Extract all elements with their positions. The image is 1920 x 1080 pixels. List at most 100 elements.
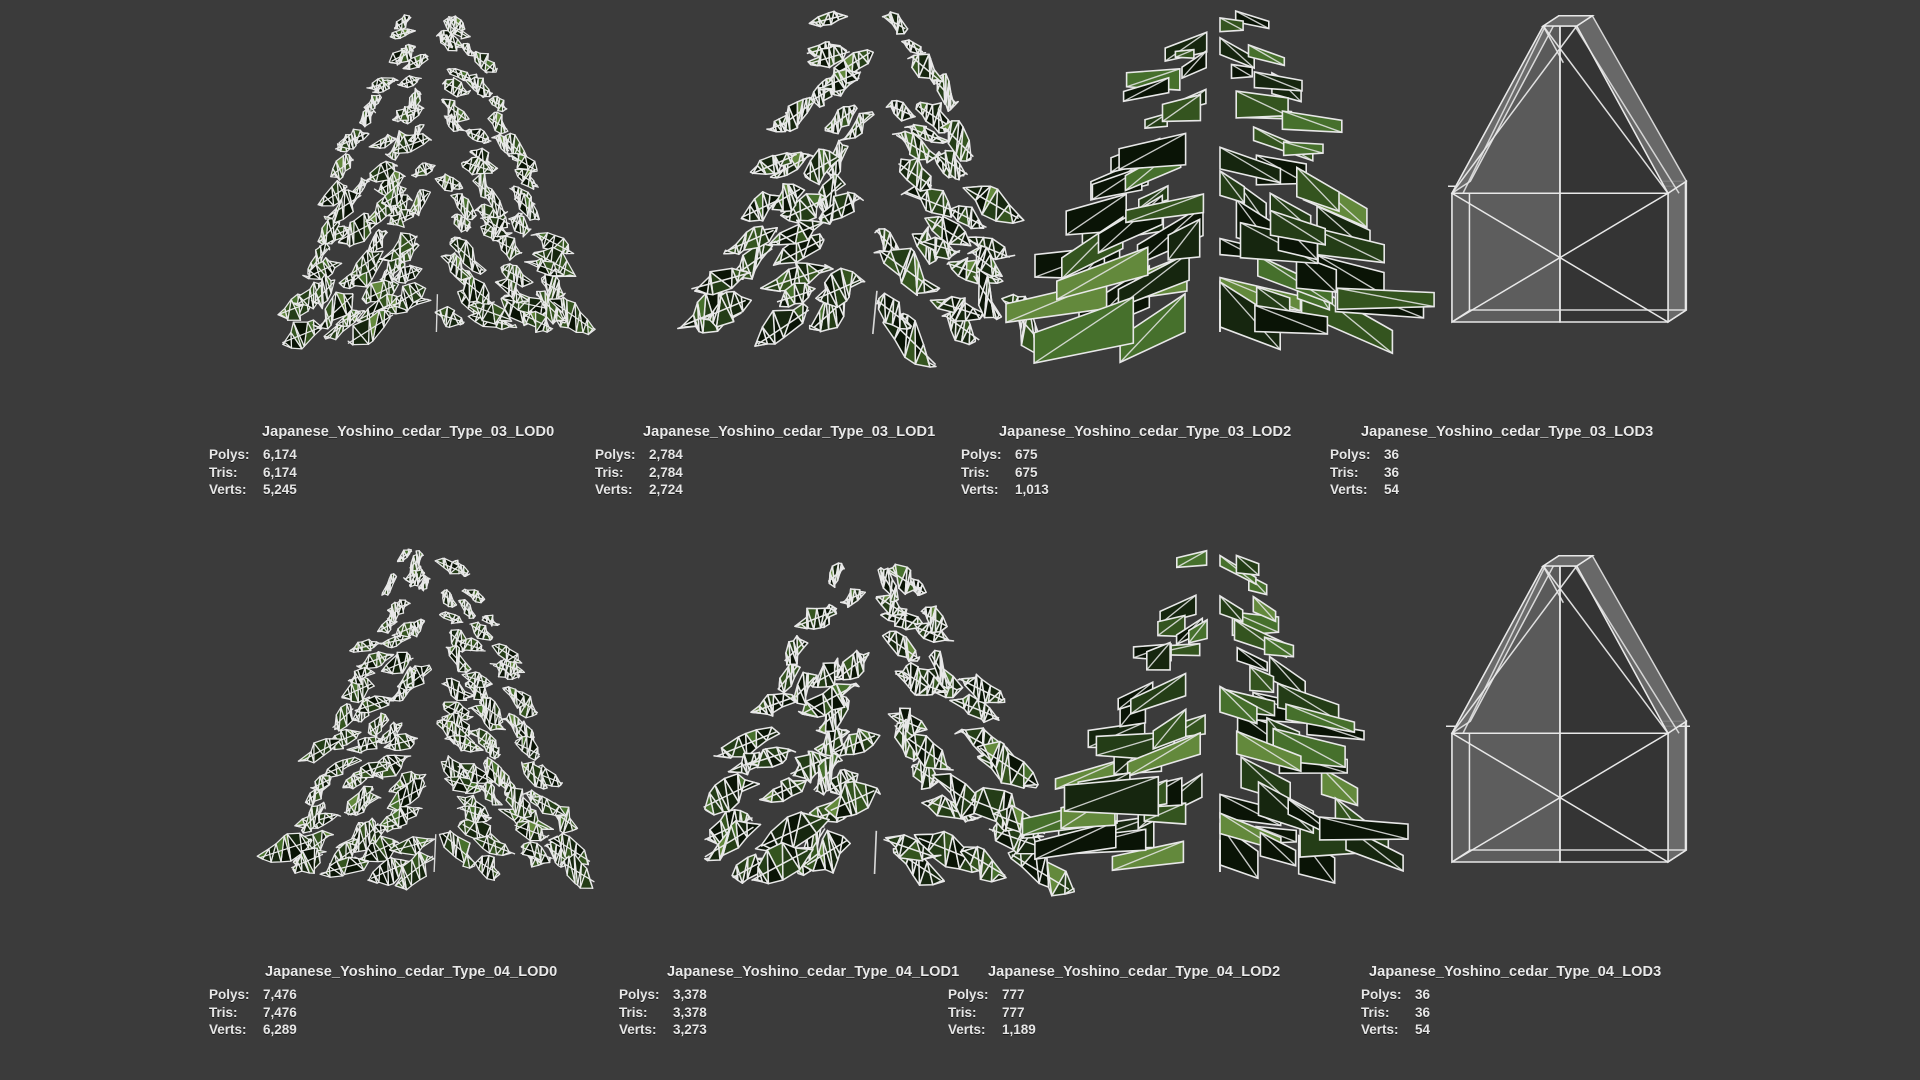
stat-verts: Verts: 1,189 — [948, 1021, 1440, 1039]
model-name: Japanese_Yoshino_cedar_Type_03_LOD2 — [999, 424, 1292, 440]
stat-verts: Verts: 5,245 — [209, 481, 655, 499]
model-cell[interactable]: Japanese_Yoshino_cedar_Type_04_LOD3 Poly… — [1340, 540, 1780, 1080]
stat-label-verts: Verts: — [1330, 482, 1368, 497]
wireframe-model-box — [1446, 554, 1690, 864]
stat-label-tris: Tris: — [619, 1004, 648, 1020]
stat-value-polys: 3,378 — [673, 987, 707, 1002]
model-caption: Japanese_Yoshino_cedar_Type_03_LOD1 Poly… — [595, 424, 1095, 499]
model-cell[interactable]: Japanese_Yoshino_cedar_Type_03_LOD3 Poly… — [1330, 0, 1780, 540]
stat-label-tris: Tris: — [209, 464, 238, 480]
wireframe-model-dense — [277, 14, 596, 350]
model-cell[interactable]: Japanese_Yoshino_cedar_Type_04_LOD2 Poly… — [948, 540, 1440, 1080]
stat-polys: Polys: 675 — [961, 446, 1440, 464]
stat-value-verts: 1,189 — [1002, 1022, 1036, 1037]
lod-row-type-04: Japanese_Yoshino_cedar_Type_04_LOD0 Poly… — [0, 540, 1920, 1080]
stat-label-polys: Polys: — [209, 987, 250, 1002]
stat-label-polys: Polys: — [1330, 447, 1371, 462]
stat-label-tris: Tris: — [1330, 464, 1359, 480]
model-caption: Japanese_Yoshino_cedar_Type_04_LOD1 Poly… — [619, 964, 1095, 1039]
stat-value-tris: 675 — [1015, 464, 1038, 480]
stat-value-tris: 777 — [1002, 1004, 1025, 1020]
model-viewport[interactable] — [215, 0, 655, 420]
stat-value-verts: 5,245 — [263, 482, 297, 497]
stat-label-verts: Verts: — [619, 1022, 657, 1037]
stat-polys: Polys: 7,476 — [209, 986, 655, 1004]
stat-polys: Polys: 3,378 — [619, 986, 1095, 1004]
stat-label-polys: Polys: — [619, 987, 660, 1002]
model-viewport[interactable] — [215, 540, 655, 960]
stat-label-verts: Verts: — [209, 482, 247, 497]
stat-polys: Polys:36 — [1361, 986, 1780, 1004]
stat-label-polys: Polys: — [595, 447, 636, 462]
stat-tris: Tris: 675 — [961, 464, 1440, 482]
stat-label-polys: Polys: — [961, 447, 1002, 462]
stat-tris: Tris: 777 — [948, 1004, 1440, 1022]
model-stats: Polys:36 Tris: 36 Verts:54 — [1330, 446, 1780, 499]
stat-value-tris: 7,476 — [263, 1004, 297, 1020]
wireframe-model-cards — [1005, 9, 1435, 365]
stat-label-tris: Tris: — [961, 464, 990, 480]
stat-polys: Polys:777 — [948, 986, 1440, 1004]
model-cell[interactable]: Japanese_Yoshino_cedar_Type_03_LOD0 Poly… — [209, 0, 655, 540]
model-viewport[interactable] — [1000, 0, 1440, 420]
stat-verts: Verts:54 — [1361, 1021, 1780, 1039]
model-caption: Japanese_Yoshino_cedar_Type_04_LOD0 Poly… — [209, 964, 655, 1039]
model-caption: Japanese_Yoshino_cedar_Type_04_LOD2 Poly… — [948, 964, 1440, 1039]
model-viewport[interactable] — [1340, 540, 1780, 960]
model-name: Japanese_Yoshino_cedar_Type_04_LOD0 — [265, 964, 558, 980]
model-stats: Polys: 7,476 Tris: 7,476 Verts: 6,289 — [209, 986, 655, 1039]
stat-verts: Verts: 3,273 — [619, 1021, 1095, 1039]
model-cell[interactable]: Japanese_Yoshino_cedar_Type_03_LOD1 Poly… — [595, 0, 1095, 540]
model-caption: Japanese_Yoshino_cedar_Type_04_LOD3 Poly… — [1340, 964, 1780, 1039]
stat-verts: Verts:1,013 — [961, 481, 1440, 499]
stat-tris: Tris: 2,784 — [595, 464, 1095, 482]
model-stats: Polys:2,784 Tris: 2,784 Verts:2,724 — [595, 446, 1095, 499]
stat-verts: Verts:54 — [1330, 481, 1780, 499]
model-name: Japanese_Yoshino_cedar_Type_04_LOD1 — [667, 964, 960, 980]
model-name: Japanese_Yoshino_cedar_Type_03_LOD1 — [643, 424, 936, 440]
lod-row-type-03: Japanese_Yoshino_cedar_Type_03_LOD0 Poly… — [209, 0, 1780, 540]
stat-label-verts: Verts: — [209, 1022, 247, 1037]
stat-value-tris: 6,174 — [263, 464, 297, 480]
stat-value-tris: 36 — [1415, 1004, 1431, 1020]
stat-verts: Verts:2,724 — [595, 481, 1095, 499]
stat-tris: Tris:3,378 — [619, 1004, 1095, 1022]
stat-verts: Verts: 6,289 — [209, 1021, 655, 1039]
stat-label-verts: Verts: — [948, 1022, 986, 1037]
wireframe-model-dense — [256, 548, 595, 891]
stat-polys: Polys:6,174 — [209, 446, 655, 464]
model-viewport[interactable] — [655, 0, 1095, 420]
model-name: Japanese_Yoshino_cedar_Type_03_LOD0 — [262, 424, 555, 440]
stat-label-verts: Verts: — [961, 482, 999, 497]
stat-label-tris: Tris: — [209, 1004, 238, 1020]
model-name: Japanese_Yoshino_cedar_Type_03_LOD3 — [1361, 424, 1654, 440]
model-viewport[interactable] — [1340, 0, 1780, 420]
stat-value-tris: 2,784 — [649, 464, 683, 480]
model-viewport[interactable] — [655, 540, 1095, 960]
stat-value-polys: 36 — [1415, 987, 1431, 1002]
wireframe-model-dense — [677, 10, 1049, 368]
stat-label-tris: Tris: — [948, 1004, 977, 1020]
model-cell[interactable]: Japanese_Yoshino_cedar_Type_04_LOD1 Poly… — [619, 540, 1095, 1080]
wireframe-model-dense — [703, 562, 1075, 897]
model-name: Japanese_Yoshino_cedar_Type_04_LOD3 — [1369, 964, 1662, 980]
stat-tris: Tris: 36 — [1361, 1004, 1780, 1022]
stat-tris: Tris: 7,476 — [209, 1004, 655, 1022]
model-cell[interactable]: Japanese_Yoshino_cedar_Type_03_LOD2 Poly… — [961, 0, 1440, 540]
stat-value-verts: 3,273 — [673, 1022, 707, 1037]
stat-polys: Polys:36 — [1330, 446, 1780, 464]
stat-polys: Polys:2,784 — [595, 446, 1095, 464]
stat-tris: Tris: 36 — [1330, 464, 1780, 482]
model-cell[interactable]: Japanese_Yoshino_cedar_Type_04_LOD0 Poly… — [209, 540, 655, 1080]
model-stats: Polys:36 Tris: 36 Verts:54 — [1361, 986, 1780, 1039]
stat-label-tris: Tris: — [595, 464, 624, 480]
stat-value-tris: 36 — [1384, 464, 1400, 480]
stat-value-polys: 7,476 — [263, 987, 297, 1002]
model-viewport[interactable] — [1000, 540, 1440, 960]
stat-value-verts: 6,289 — [263, 1022, 297, 1037]
model-caption: Japanese_Yoshino_cedar_Type_03_LOD3 Poly… — [1330, 424, 1780, 499]
model-stats: Polys: 675 Tris: 675 Verts:1,013 — [961, 446, 1440, 499]
stat-label-tris: Tris: — [1361, 1004, 1390, 1020]
stat-value-polys: 675 — [1015, 447, 1038, 462]
